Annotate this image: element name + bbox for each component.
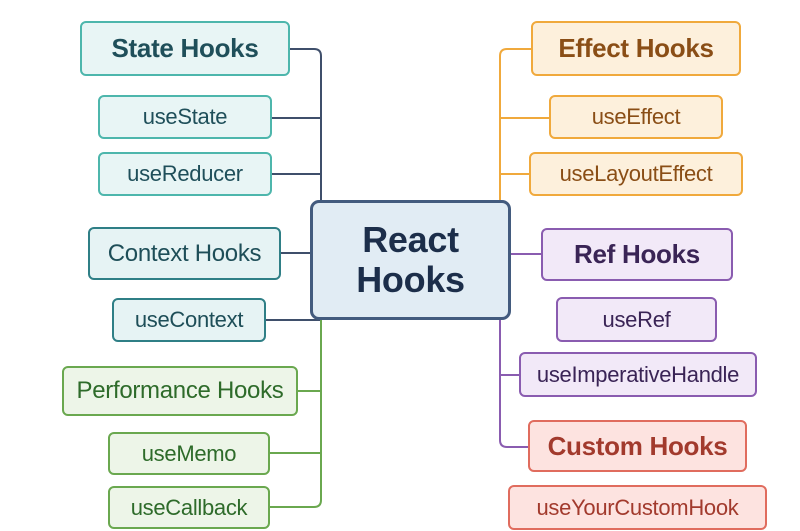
center-title-line1: React bbox=[362, 219, 459, 260]
usecontext-node: useContext bbox=[112, 298, 266, 342]
connector-effect bbox=[499, 48, 531, 200]
react-hooks-center-node: React Hooks bbox=[310, 200, 511, 320]
ref-hooks-node: Ref Hooks bbox=[541, 228, 733, 281]
center-title-line2: Hooks bbox=[356, 259, 465, 300]
performance-hooks-node: Performance Hooks bbox=[62, 366, 298, 416]
connector-performance bbox=[270, 320, 322, 508]
useeffect-node: useEffect bbox=[549, 95, 723, 139]
usecallback-label: useCallback bbox=[130, 494, 248, 520]
useref-node: useRef bbox=[556, 297, 717, 342]
usememo-node: useMemo bbox=[108, 432, 270, 475]
custom-hooks-label: Custom Hooks bbox=[547, 430, 728, 461]
useyourcustomhook-node: useYourCustomHook bbox=[508, 485, 767, 530]
usecallback-node: useCallback bbox=[108, 486, 270, 529]
state-hooks-label: State Hooks bbox=[111, 33, 259, 63]
usereducer-node: useReducer bbox=[98, 152, 272, 196]
useref-label: useRef bbox=[602, 306, 671, 332]
usememo-label: useMemo bbox=[141, 440, 237, 466]
usestate-label: useState bbox=[142, 104, 228, 129]
connector-state bbox=[290, 48, 322, 200]
ref-hooks-label: Ref Hooks bbox=[574, 239, 700, 269]
usecontext-label: useContext bbox=[134, 307, 244, 332]
connector-ref-vertical bbox=[499, 318, 528, 448]
usereducer-label: useReducer bbox=[127, 161, 243, 186]
useimperativehandle-label: useImperativeHandle bbox=[536, 361, 740, 387]
uselayouteffect-label: useLayoutEffect bbox=[559, 161, 713, 186]
state-hooks-node: State Hooks bbox=[80, 21, 290, 76]
performance-hooks-label: Performance Hooks bbox=[76, 377, 284, 404]
context-hooks-label: Context Hooks bbox=[107, 239, 262, 267]
useeffect-label: useEffect bbox=[591, 104, 681, 129]
uselayouteffect-node: useLayoutEffect bbox=[529, 152, 743, 196]
useyourcustomhook-label: useYourCustomHook bbox=[536, 494, 739, 520]
effect-hooks-label: Effect Hooks bbox=[558, 33, 714, 63]
useimperativehandle-node: useImperativeHandle bbox=[519, 352, 757, 397]
effect-hooks-node: Effect Hooks bbox=[531, 21, 741, 76]
custom-hooks-node: Custom Hooks bbox=[528, 420, 747, 472]
usestate-node: useState bbox=[98, 95, 272, 139]
context-hooks-node: Context Hooks bbox=[88, 227, 281, 280]
